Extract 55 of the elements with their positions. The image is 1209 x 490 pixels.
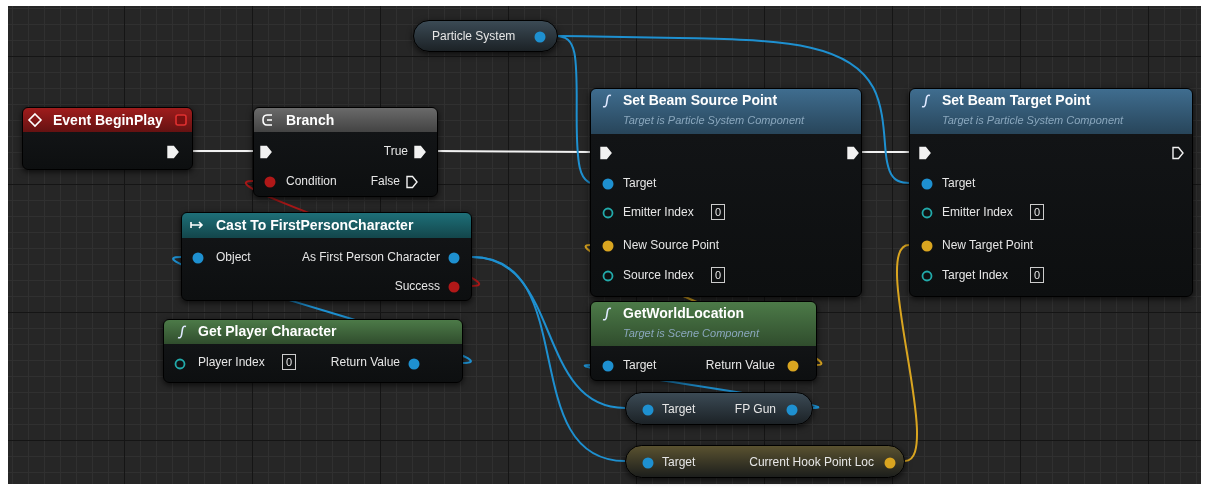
pin-label: Emitter Index <box>942 205 1013 219</box>
pin-label: Source Index <box>623 268 694 282</box>
node-subtitle: Target is Particle System Component <box>623 113 805 127</box>
branch-node <box>253 107 438 197</box>
pin-label: Target <box>623 176 657 190</box>
pin-label: Player Index <box>198 355 265 369</box>
pin-label: Target <box>623 358 657 372</box>
pin-label: New Target Point <box>942 238 1034 252</box>
node-title: GetWorldLocation <box>623 305 745 322</box>
variable-get-node <box>625 392 813 425</box>
pin-label: Condition <box>286 174 337 188</box>
pin-label: True <box>383 144 408 158</box>
node-title: Branch <box>286 112 335 129</box>
variable-get-node <box>625 445 905 478</box>
wire <box>471 256 626 462</box>
function-node <box>163 319 463 383</box>
value-field: 0 <box>711 204 726 220</box>
node-title: Event BeginPlay <box>53 112 163 129</box>
function-node <box>590 301 817 381</box>
pin-label: Target <box>662 402 696 416</box>
node-subtitle: Target is Scene Component <box>623 326 759 340</box>
node-subtitle: Target is Particle System Component <box>942 113 1124 127</box>
wire <box>557 35 591 184</box>
value-field: 0 <box>1030 267 1045 283</box>
pin-label: Return Value <box>705 358 775 372</box>
node-title: Set Beam Source Point <box>623 92 778 109</box>
value-field: 0 <box>711 267 726 283</box>
wire <box>896 244 918 462</box>
value-field: 0 <box>282 354 297 370</box>
pin-label: New Source Point <box>623 238 720 252</box>
pin-label: As First Person Character <box>301 250 440 264</box>
node-title: Cast To FirstPersonCharacter <box>216 217 414 234</box>
function-node <box>909 88 1193 297</box>
value-field: 0 <box>1030 204 1045 220</box>
wire <box>192 150 254 152</box>
pin-label: Particle System <box>432 29 516 43</box>
wire <box>437 150 591 153</box>
pin-label: FP Gun <box>734 402 776 416</box>
event-node <box>22 107 193 170</box>
pin-label: False <box>370 174 400 188</box>
node-title: Get Player Character <box>198 323 337 340</box>
pin-label: Target Index <box>942 268 1009 282</box>
pin-label: Return Value <box>330 355 400 369</box>
pin-label: Object <box>216 250 251 264</box>
pin-label: Target <box>942 176 976 190</box>
variable-node <box>413 20 558 52</box>
pin-label: Emitter Index <box>623 205 694 219</box>
pin-label: Success <box>394 279 440 293</box>
node-title: Set Beam Target Point <box>942 92 1091 109</box>
wire <box>861 151 910 153</box>
function-node <box>590 88 862 297</box>
cast-node <box>181 212 472 301</box>
pin-label: Target <box>662 455 696 469</box>
pin-label: Current Hook Point Loc <box>749 455 874 469</box>
wire <box>557 35 910 184</box>
